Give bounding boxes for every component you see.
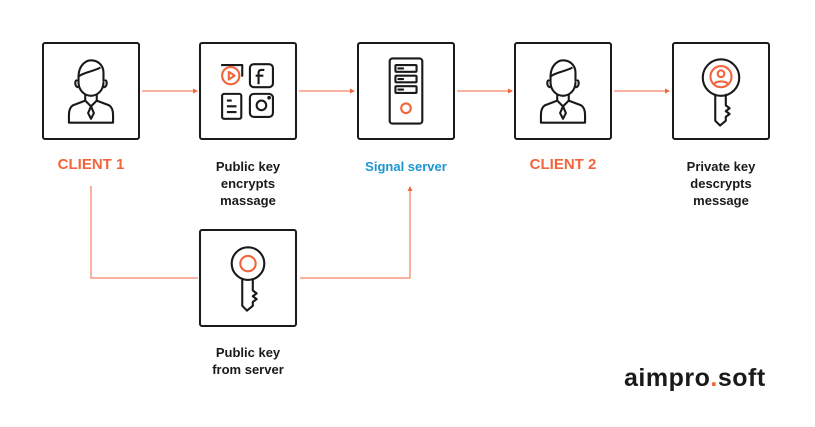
edge-public-key-to-server [300,190,411,279]
client2-label: CLIENT 2 [529,156,597,173]
user-icon [67,59,115,124]
client1-node [42,42,140,140]
user-key-icon [701,58,741,127]
private-key-label: Private key descrypts message [686,159,756,208]
private-key-node [672,42,770,140]
brand-part2: soft [717,364,766,392]
public-key-encrypts-label: Public key encrypts massage [215,159,281,208]
public-key-server-node [199,229,297,327]
brand-dot: . [710,364,718,392]
signal-server-label: Signal server [365,159,447,174]
client1-label: CLIENT 1 [57,156,125,173]
client2-node [514,42,612,140]
brand-logo: aimpro.soft [624,364,766,393]
brand-part1: aimpro [624,364,711,392]
public-key-server-label: Public key from server [212,345,284,377]
user-icon [539,59,587,124]
server-icon [388,57,424,125]
signal-server-node [357,42,455,140]
apps-icon [221,63,274,120]
edge-client1-to-public-key [90,186,198,279]
key-icon [230,246,266,312]
public-key-encrypts-node [199,42,297,140]
